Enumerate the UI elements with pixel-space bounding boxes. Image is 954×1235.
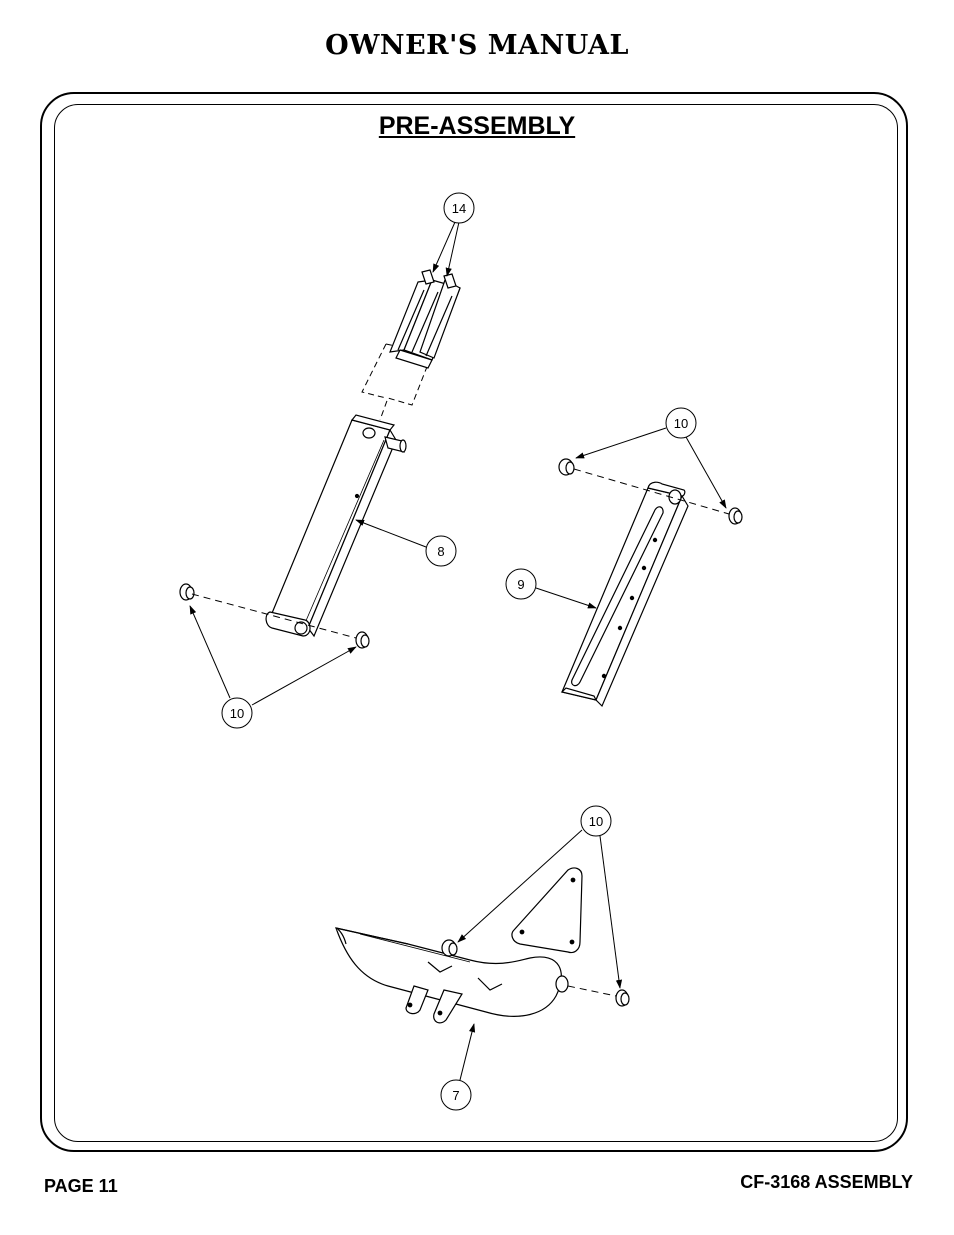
part-7-base-bracket <box>335 867 583 1024</box>
leader-lines <box>189 221 727 1081</box>
callout-10-part7: 10 <box>580 805 612 837</box>
page-frame-inner <box>54 104 898 1142</box>
page-frame-outer <box>40 92 908 1152</box>
document-name: CF-3168 ASSEMBLY <box>740 1172 913 1192</box>
bushing-8-left <box>179 583 195 601</box>
bushing-9-right <box>728 507 743 525</box>
page-number: PAGE 11 <box>44 1176 118 1196</box>
callout-8: 8 <box>425 535 457 567</box>
svg-text:10: 10 <box>674 416 688 431</box>
svg-text:14: 14 <box>452 201 466 216</box>
bushing-9-left <box>558 458 575 476</box>
axis-line-8 <box>191 593 357 639</box>
manual-title: OWNER'S MANUAL <box>325 30 629 61</box>
section-title: PRE-ASSEMBLY <box>378 112 576 140</box>
callout-14: 14 <box>443 192 475 224</box>
svg-text:9: 9 <box>517 577 524 592</box>
callout-10-part9: 10 <box>665 407 697 439</box>
axis-line-9 <box>573 468 730 515</box>
axis-line-7 <box>567 985 617 997</box>
bushing-7-left <box>441 939 458 957</box>
svg-text:10: 10 <box>589 814 603 829</box>
svg-text:7: 7 <box>452 1088 459 1103</box>
bushing-7-right <box>615 989 630 1007</box>
svg-text:8: 8 <box>437 544 444 559</box>
svg-text:10: 10 <box>230 706 244 721</box>
callout-10-part8: 10 <box>221 697 253 729</box>
callout-7: 7 <box>440 1079 472 1111</box>
callout-9: 9 <box>505 568 537 600</box>
part-9-slotted-tube <box>560 481 689 708</box>
bushing-8-right <box>355 631 370 649</box>
part-8-tube <box>265 414 407 638</box>
part-14-insert <box>389 269 461 369</box>
